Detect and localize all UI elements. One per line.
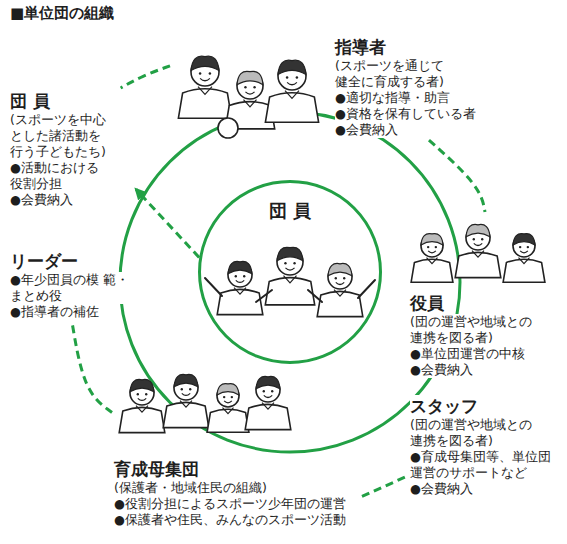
group-text: ●会費納入 — [410, 481, 473, 497]
group-text: ●保護者や住民、みんなのスポーツ活動 — [114, 512, 346, 528]
group-text: ●単位団運営の中核 — [410, 346, 525, 362]
group-text: ●年少団員の模 範・まとめ役 — [10, 272, 134, 304]
people-group — [217, 247, 363, 316]
people-group — [411, 224, 545, 282]
person-figure — [178, 56, 231, 118]
person-figure — [207, 384, 249, 433]
group-text: ●会費納入 — [410, 362, 473, 378]
group-text: ●活動における 役割分担 — [10, 160, 134, 192]
group-heading: 役員 — [410, 292, 444, 314]
person-figure — [163, 374, 209, 427]
group-text: ●資格を保有している者 — [335, 106, 476, 122]
group-heading: 団 員 — [269, 199, 311, 222]
arm — [358, 280, 375, 298]
group-text: ●指導者の補佐 — [10, 304, 99, 320]
group-text: (団の運営や地域との 連携を図る者) — [410, 417, 560, 449]
dashed-connector — [136, 189, 199, 257]
group-text: (スポーツを通じて 健全に育成する者) — [335, 58, 500, 90]
group-text: (保護者・地域住民の組織) — [114, 480, 267, 496]
member-group: リーダー●年少団員の模 範・まとめ役●指導者の補佐 — [8, 248, 136, 322]
people-group — [119, 374, 291, 432]
dashed-connector — [362, 476, 408, 497]
member-group: 育成母集団(保護者・地域住民の組織)●役割分担によるスポーツ少年団の運営●保護者… — [112, 362, 362, 530]
member-group: スタッフ(団の運営や地域との 連携を図る者)●育成母集団等、単位団 運営のサポー… — [408, 393, 562, 499]
group-heading: スタッフ — [410, 395, 478, 417]
group-text: ●育成母集団等、単位団 運営のサポートなど — [410, 449, 560, 481]
dashed-connector — [429, 140, 485, 212]
group-text: (団の運営や地域との 連携を図る者) — [410, 314, 560, 346]
person-figure — [503, 234, 545, 283]
arm — [256, 290, 272, 302]
group-text: ●適切な指導・助言 — [335, 90, 450, 106]
people-group — [178, 56, 318, 129]
member-group: 役員(団の運営や地域との 連携を図る者)●単位団運営の中核●会費納入 — [408, 212, 562, 380]
outer-ring — [120, 112, 460, 452]
person-figure — [245, 376, 291, 429]
group-heading: 指導者 — [335, 36, 386, 58]
ball — [218, 118, 238, 138]
member-group: 指導者(スポーツを通じて 健全に育成する者)●適切な指導・助言●資格を保有してい… — [170, 34, 502, 140]
person-figure — [317, 263, 363, 316]
center-circle: 団 員 — [198, 180, 382, 364]
group-heading: 育成母集団 — [114, 458, 199, 480]
group-text: (スポーツを中心 とした諸活動を 行う子どもたち) — [10, 112, 134, 160]
group-heading: 団 員 — [10, 90, 50, 112]
person-figure — [411, 234, 453, 283]
group-text: ●会費納入 — [335, 122, 398, 138]
arm — [308, 290, 322, 302]
person-figure — [265, 247, 314, 305]
diagram-title: ■単位団の組織 — [10, 4, 114, 23]
person-figure — [119, 379, 165, 432]
person-figure — [265, 60, 318, 122]
dashed-connector — [121, 66, 170, 88]
arm — [205, 278, 222, 296]
person-figure — [217, 261, 263, 314]
group-text: ●会費納入 — [10, 192, 73, 208]
group-text: ●役割分担によるスポーツ少年団の運営 — [114, 496, 346, 512]
dashed-connector — [72, 322, 112, 412]
person-figure — [455, 224, 501, 277]
group-heading: リーダー — [10, 250, 78, 272]
member-group: 団 員(スポーツを中心 とした諸活動を 行う子どもたち)●活動における 役割分担… — [8, 88, 136, 210]
